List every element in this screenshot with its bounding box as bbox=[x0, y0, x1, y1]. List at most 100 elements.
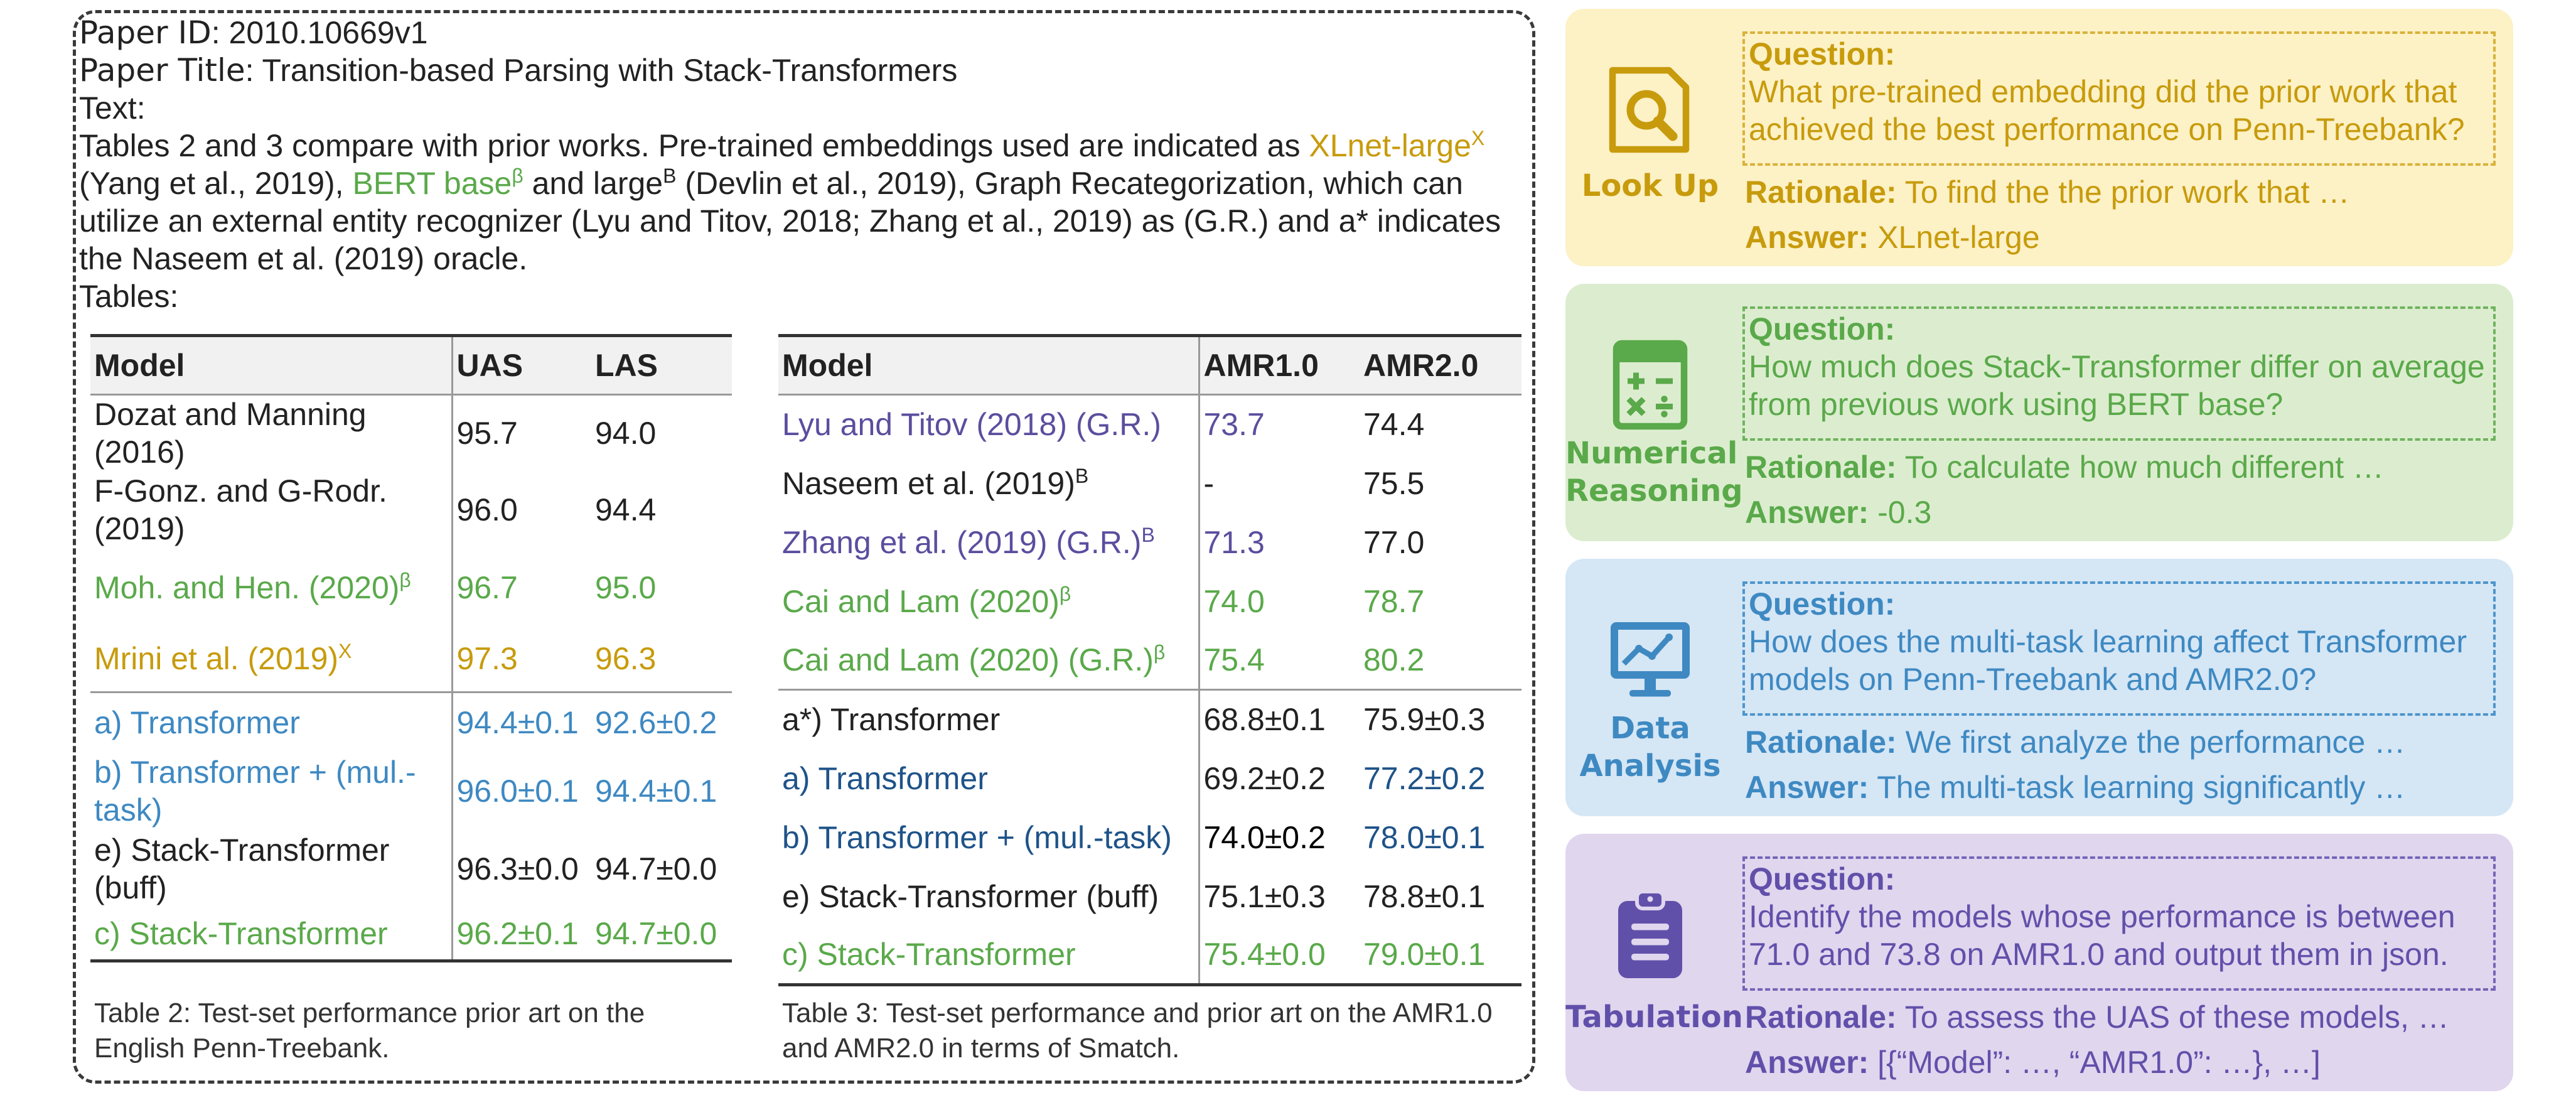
rationale-line: Rationale: To calculate how much differe… bbox=[1745, 448, 2384, 486]
model-name: b) Transformer + (mul.-task) bbox=[94, 755, 416, 827]
model-cell: a*) Transformer bbox=[778, 689, 1200, 749]
rationale-text: We first analyze the performance … bbox=[1896, 725, 2406, 760]
bert-term-text: BERT base bbox=[352, 166, 512, 201]
table3-header-model: Model bbox=[778, 334, 1200, 396]
paper-title-label: Paper Title bbox=[79, 52, 245, 89]
uas-cell: 96.2±0.1 bbox=[452, 908, 591, 962]
uas-cell: 96.7 bbox=[456, 570, 518, 605]
rationale-line: Rationale: To assess the UAS of these mo… bbox=[1745, 998, 2449, 1036]
model-cell: Mrini et al. (2019)X bbox=[90, 627, 453, 692]
model-name: Dozat and Manning (2016) bbox=[94, 397, 367, 470]
las-cell: 96.3 bbox=[595, 641, 657, 677]
rationale-label: Rationale: bbox=[1745, 725, 1897, 760]
uas-cell: 96.0±0.1 bbox=[456, 774, 579, 809]
model-name: a*) Transformer bbox=[782, 702, 1001, 738]
answer-line: Answer: -0.3 bbox=[1745, 493, 1931, 531]
model-cell: Moh. and Hen. (2020)β bbox=[90, 549, 453, 627]
answer-label: Answer: bbox=[1745, 770, 1869, 805]
las-cell: 94.0 bbox=[595, 416, 657, 451]
model-name: a) Transformer bbox=[782, 760, 988, 796]
question-box: Question: How much does Stack-Transforme… bbox=[1742, 306, 2496, 441]
paper-id-line: Paper ID: 2010.10669v1 bbox=[79, 14, 428, 51]
model-name: Moh. and Hen. (2020) bbox=[94, 570, 400, 605]
model-sup: β bbox=[1059, 582, 1071, 605]
paper-panel bbox=[73, 10, 1535, 1084]
answer-line: Answer: The multi-task learning signific… bbox=[1745, 768, 2405, 806]
amr2-cell: 78.0±0.1 bbox=[1363, 819, 1486, 855]
analytics-monitor-icon bbox=[1611, 622, 1690, 697]
amr2-cell: 75.9±0.3 bbox=[1360, 689, 1521, 749]
model-cell: Naseem et al. (2019)B bbox=[778, 453, 1200, 513]
amr1-cell: 74.0 bbox=[1203, 583, 1265, 619]
table2-header-las: LAS bbox=[591, 334, 732, 396]
model-name: a) Transformer bbox=[94, 704, 300, 740]
large-sup: B bbox=[663, 164, 677, 187]
model-cell: Cai and Lam (2020)β bbox=[778, 571, 1200, 631]
tables-label: Tables: bbox=[79, 279, 179, 314]
rationale-label: Rationale: bbox=[1745, 450, 1897, 485]
amr2-cell: 80.2 bbox=[1363, 642, 1425, 677]
table2-header-model: Model bbox=[90, 334, 453, 396]
table-row: e) Stack-Transformer (buff)75.1±0.3 78.8±… bbox=[778, 866, 1521, 926]
model-cell: e) Stack-Transformer (buff) bbox=[778, 866, 1200, 926]
amr2-cell: 74.4 bbox=[1363, 407, 1425, 443]
model-cell: b) Transformer + (mul.-task) bbox=[90, 752, 453, 830]
text-part: (Devlin et al., 2019), Graph Recategoriz… bbox=[79, 166, 1501, 276]
card-label: Tabulation bbox=[1565, 1000, 1743, 1035]
model-cell: c) Stack-Transformer bbox=[778, 925, 1200, 986]
card-tabulation: Tabulation Question: Identify the models… bbox=[1565, 834, 2513, 1091]
model-cell: e) Stack-Transformer (buff) bbox=[90, 830, 453, 908]
model-cell: Cai and Lam (2020) (G.R.)β bbox=[778, 630, 1200, 690]
table3-caption: Table 3: Test-set performance and prior … bbox=[782, 998, 1493, 1064]
model-cell: a) Transformer bbox=[778, 748, 1200, 808]
xlnet-term: XLnet-largeX bbox=[1309, 128, 1484, 163]
model-cell: Lyu and Titov (2018) (G.R.) bbox=[778, 394, 1200, 454]
text-part: Tables 2 and 3 compare with prior works.… bbox=[79, 128, 1309, 163]
question-box: Question: How does the multi-task learni… bbox=[1742, 581, 2496, 716]
amr1-cell: 75.1±0.3 bbox=[1203, 878, 1326, 914]
table-row: Naseem et al. (2019)B-75.5 bbox=[778, 453, 1521, 513]
amr1-cell: 68.8±0.1 bbox=[1199, 689, 1360, 749]
model-name: c) Stack-Transformer bbox=[94, 915, 388, 951]
card-label: Look Up bbox=[1581, 168, 1719, 203]
rationale-label: Rationale: bbox=[1745, 175, 1897, 210]
paper-id-value: 2010.10669v1 bbox=[228, 15, 428, 50]
card-numerical-reasoning: Numerical Reasoning Question: How much d… bbox=[1565, 284, 2513, 541]
card-label-line1: Numerical bbox=[1565, 436, 1738, 471]
model-name: Cai and Lam (2020) (G.R.) bbox=[782, 642, 1154, 677]
model-sup: β bbox=[1153, 640, 1166, 664]
magnifier-icon bbox=[1609, 67, 1690, 153]
card-label-line1: Data bbox=[1610, 711, 1690, 746]
rationale-text: To find the the prior work that … bbox=[1896, 175, 2350, 210]
amr2-cell: 77.2±0.2 bbox=[1363, 760, 1486, 796]
answer-label: Answer: bbox=[1745, 220, 1869, 255]
table-3: Model AMR1.0 AMR2.0 Lyu and Titov (2018)… bbox=[778, 334, 1521, 986]
amr2-cell: 77.0 bbox=[1363, 524, 1425, 560]
table2-header-uas: UAS bbox=[452, 334, 591, 396]
amr2-cell: 78.8±0.1 bbox=[1363, 878, 1486, 914]
table-2: Model UAS LAS Dozat and Manning (2016)95… bbox=[90, 334, 732, 962]
question-box: Question: What pre-trained embedding did… bbox=[1742, 31, 2496, 166]
model-sup: B bbox=[1141, 523, 1155, 546]
table2-caption: Table 2: Test-set performance prior art … bbox=[94, 998, 645, 1064]
model-cell: b) Transformer + (mul.-task) bbox=[778, 807, 1200, 867]
calculator-icon bbox=[1613, 340, 1688, 430]
model-cell: c) Stack-Transformer bbox=[90, 908, 453, 962]
model-name: Naseem et al. (2019) bbox=[782, 465, 1075, 501]
model-cell: Zhang et al. (2019) (G.R.)B bbox=[778, 512, 1200, 572]
amr2-cell: 75.5 bbox=[1363, 465, 1425, 501]
question-box: Question: Identify the models whose perf… bbox=[1742, 856, 2496, 991]
